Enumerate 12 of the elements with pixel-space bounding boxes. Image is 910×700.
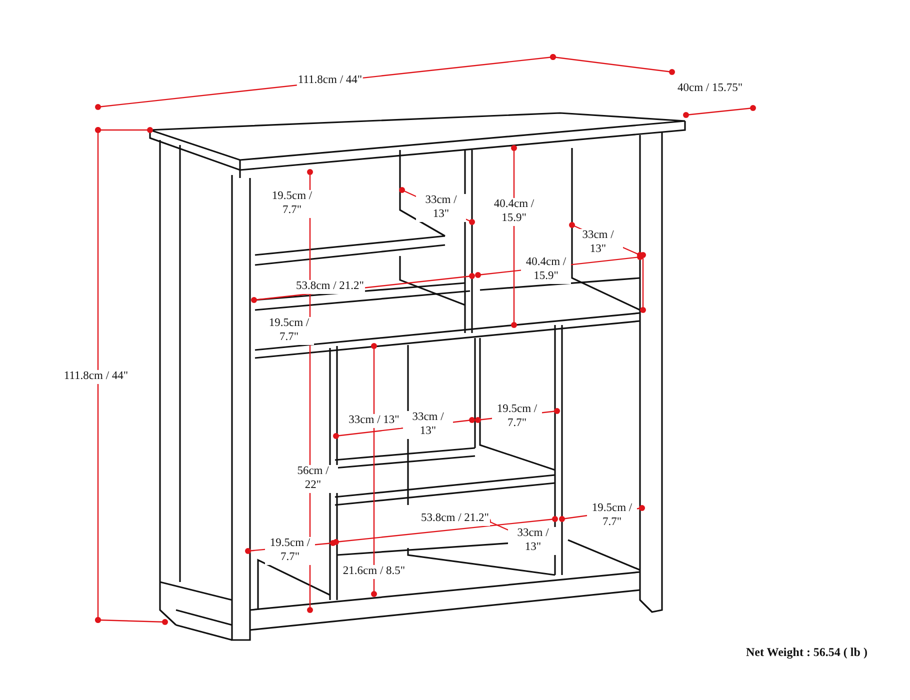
dimension-label: 33cm / 13": [403, 411, 453, 439]
dimension-label: 40.4cm / 15.9": [521, 256, 571, 284]
dimension-label: 33cm / 13": [416, 194, 466, 222]
dimension-label: 111.8cm / 44": [296, 74, 364, 88]
dimension-label: 111.8cm / 44": [62, 370, 130, 384]
dimension-label: 53.8cm / 21.2": [295, 280, 365, 294]
dimension-label: 19.5cm / 7.7": [265, 537, 315, 565]
dimension-label: 21.6cm / 8.5": [342, 565, 406, 579]
weight-note: Net Weight : 56.54 ( lb ): [745, 645, 868, 660]
dimension-label: 33cm / 13": [508, 527, 558, 555]
dimension-label: 53.8cm / 21.2": [420, 512, 490, 526]
dimension-label: 33cm / 13": [348, 414, 400, 428]
